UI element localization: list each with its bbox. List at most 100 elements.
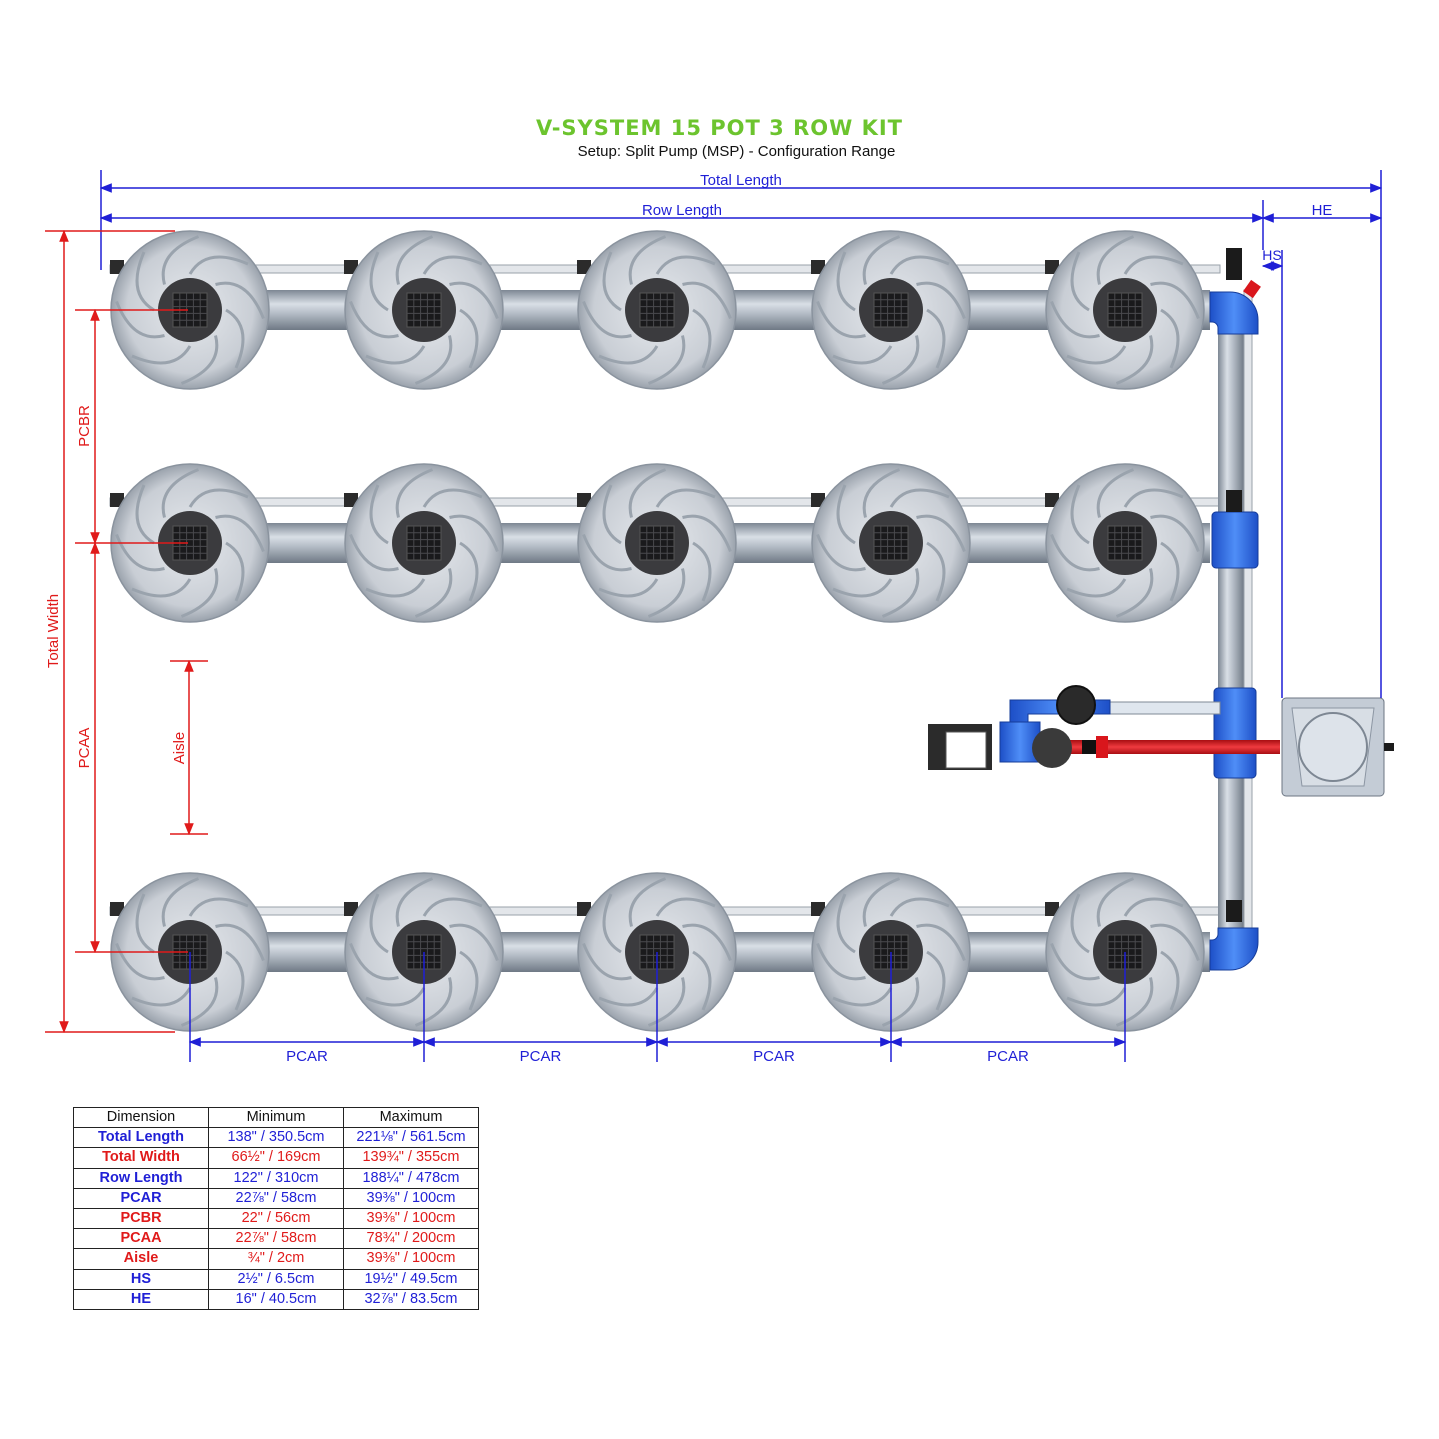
pot-vane	[1070, 251, 1090, 312]
pot-vane	[135, 251, 155, 312]
pot-vane	[161, 235, 200, 285]
pot-vane	[1160, 308, 1180, 369]
pot-vane	[1066, 987, 1127, 1007]
pcar-label: PCAR	[753, 1048, 795, 1065]
aisle-label: Aisle	[171, 732, 188, 765]
pot-vane	[926, 541, 946, 602]
pot-vane	[916, 923, 966, 962]
pot-vane	[832, 987, 893, 1007]
pot-vane	[215, 514, 265, 553]
pot-vane	[131, 345, 192, 365]
pot-vane	[1050, 942, 1100, 981]
pot-vane	[1070, 484, 1090, 545]
pot-vane	[1115, 977, 1154, 1027]
pot-vane	[135, 893, 155, 954]
pot-vane	[449, 514, 499, 553]
pot-vane	[180, 335, 219, 385]
pot	[1045, 463, 1205, 623]
table-cell-minimum: 138" / 350.5cm	[208, 1127, 344, 1149]
pot-vane	[682, 514, 732, 553]
pot-dripper	[577, 902, 591, 916]
pot-vane	[816, 300, 866, 339]
pot-vane	[816, 942, 866, 981]
pot-vane	[889, 488, 950, 508]
he-label: HE	[1312, 202, 1333, 219]
pot-vane	[582, 942, 632, 981]
pot	[811, 463, 971, 623]
table-cell-maximum: 19½" / 49.5cm	[343, 1268, 479, 1290]
pot-dripper	[110, 260, 124, 274]
table-cell-minimum: 16" / 40.5cm	[208, 1288, 344, 1310]
pot-vane	[395, 877, 434, 927]
pot-vane	[422, 488, 483, 508]
pot-vane	[225, 541, 245, 602]
pot-vane	[647, 568, 686, 618]
table-cell-dimension: HE	[73, 1288, 209, 1310]
pot-vane	[836, 251, 856, 312]
top-elbow	[1209, 291, 1259, 335]
table-cell-maximum: 139¾" / 355cm	[343, 1147, 479, 1169]
pot-vane	[459, 950, 479, 1011]
pot-vane	[655, 255, 716, 275]
pot-vane	[395, 468, 434, 518]
pot-dripper	[811, 260, 825, 274]
pot-vane	[598, 345, 659, 365]
pot-vane	[414, 568, 453, 618]
pot-vane	[369, 893, 389, 954]
pot-vane	[862, 468, 901, 518]
pot-vane	[225, 308, 245, 369]
table-cell-minimum: 22⅞" / 58cm	[208, 1228, 344, 1250]
top-valve	[1226, 248, 1242, 280]
pump-housing	[1032, 728, 1072, 768]
table-cell-maximum: 39⅜" / 100cm	[343, 1248, 479, 1270]
pot-dripper	[344, 493, 358, 507]
dimension-lines: Total Length Row Length HE HS Total Widt…	[45, 170, 1383, 1065]
table-header-dimension: Dimension	[73, 1106, 209, 1129]
pot-vane	[862, 877, 901, 927]
pot-vane	[115, 942, 165, 981]
pot-vane	[832, 578, 893, 598]
pot-vane	[365, 578, 426, 598]
red-feed-line	[1070, 740, 1280, 754]
pot-vane	[1123, 897, 1184, 917]
pot-vane	[1070, 893, 1090, 954]
diagram-title: V-SYSTEM 15 POT 3 ROW KIT	[535, 116, 904, 140]
pot-vane	[682, 923, 732, 962]
pot-vane	[582, 533, 632, 572]
pot-vane	[414, 977, 453, 1027]
pot-vane	[655, 897, 716, 917]
pot-vane	[889, 255, 950, 275]
pot	[344, 230, 504, 390]
pot	[811, 230, 971, 390]
red-fitting	[1243, 279, 1261, 299]
pot-dripper	[1045, 493, 1059, 507]
pot-mesh-basket	[406, 292, 442, 328]
pot-vane	[1150, 514, 1200, 553]
pot-vane	[628, 235, 667, 285]
pot-dripper	[1045, 902, 1059, 916]
header-tank	[1281, 697, 1394, 797]
pot	[577, 230, 737, 390]
pot-vane	[881, 568, 920, 618]
pot-vane	[1160, 950, 1180, 1011]
pot-mesh-basket	[639, 525, 675, 561]
table-cell-maximum: 39⅜" / 100cm	[343, 1207, 479, 1230]
pump-tee	[1213, 687, 1257, 779]
pot-vane	[647, 335, 686, 385]
pot-vane	[628, 877, 667, 927]
table-cell-dimension: Total Length	[73, 1127, 209, 1149]
pot-dripper	[110, 493, 124, 507]
red-connector	[1096, 736, 1108, 758]
pot-vane	[1096, 235, 1135, 285]
black-connector	[1082, 740, 1096, 754]
pressure-gauge	[1056, 685, 1096, 725]
pot-vane	[692, 541, 712, 602]
pot-vane	[1123, 488, 1184, 508]
pcaa-label: PCAA	[76, 728, 93, 769]
pot-dripper	[344, 260, 358, 274]
